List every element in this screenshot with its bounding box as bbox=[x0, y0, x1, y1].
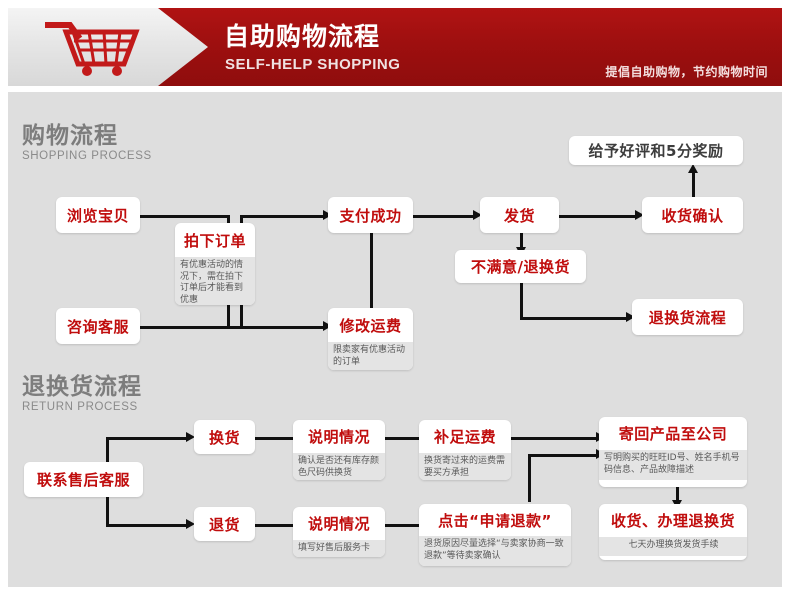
node-description: 限卖家有优惠活动的订单 bbox=[328, 342, 413, 370]
node-description: 有优惠活动的情况下，需在拍下订单后才能看到优惠 bbox=[175, 257, 255, 305]
arrowhead-into-modify-freight bbox=[323, 321, 332, 331]
node-description: 填写好售后服务卡 bbox=[293, 540, 385, 557]
node-description: 写明购买的旺旺ID号、姓名手机号码信息、产品故障描述 bbox=[599, 450, 747, 480]
header-slogan: 提倡自助购物，节约购物时间 bbox=[605, 65, 768, 79]
node-explain-2[interactable]: 说明情况 填写好售后服务卡 bbox=[293, 507, 385, 557]
node-ship[interactable]: 发货 bbox=[480, 197, 559, 233]
node-consult[interactable]: 咨询客服 bbox=[56, 308, 140, 344]
arrowhead-into-confirm bbox=[635, 210, 644, 220]
connector-unsatisfied-down bbox=[520, 282, 523, 320]
arrowhead-into-return-flow bbox=[626, 312, 635, 322]
connector-freight-up bbox=[370, 232, 373, 310]
connector-clickrefund-riser bbox=[528, 454, 531, 502]
connector-exchange-right bbox=[255, 437, 297, 440]
node-receive-and-process[interactable]: 收货、办理退换货 七天办理换货发货手续 bbox=[599, 504, 747, 560]
node-title: 不满意/退换货 bbox=[471, 258, 570, 276]
node-description: 七天办理换货发货手续 bbox=[599, 537, 747, 556]
node-explain-1[interactable]: 说明情况 确认是否还有库存颜色尺码供换货 bbox=[293, 420, 385, 480]
node-browse[interactable]: 浏览宝贝 bbox=[56, 197, 140, 233]
node-refund[interactable]: 退货 bbox=[194, 507, 255, 541]
shopping-cart-icon bbox=[45, 22, 140, 76]
node-description: 换货寄过来的运费需要买方承担 bbox=[419, 453, 511, 480]
node-title: 补足运费 bbox=[433, 428, 496, 446]
header-subtitle: SELF-HELP SHOPPING bbox=[225, 56, 401, 73]
node-title: 退换货流程 bbox=[648, 308, 727, 327]
node-title: 点击“申请退款” bbox=[438, 511, 552, 530]
node-title: 给予好评和5分奖励 bbox=[588, 142, 724, 160]
connector-to-refund bbox=[106, 524, 188, 527]
node-click-apply-refund[interactable]: 点击“申请退款” 退货原因尽量选择“与卖家协商一致退款”等待卖家确认 bbox=[419, 504, 571, 566]
connector-ship-down bbox=[520, 232, 523, 250]
connector-to-pay-success bbox=[240, 215, 325, 218]
arrowhead-into-pay-success bbox=[323, 210, 332, 220]
connector-sendback-down bbox=[676, 487, 679, 503]
node-title: 退货 bbox=[208, 515, 240, 534]
connector-consult-right bbox=[140, 326, 325, 329]
node-title: 收货确认 bbox=[661, 206, 724, 225]
arrowhead-into-exchange bbox=[186, 432, 195, 442]
node-place-order[interactable]: 拍下订单 有优惠活动的情况下，需在拍下订单后才能看到优惠 bbox=[175, 223, 255, 305]
connector-refund-right bbox=[255, 524, 297, 527]
node-title: 咨询客服 bbox=[66, 317, 129, 336]
node-modify-freight[interactable]: 修改运费 限卖家有优惠活动的订单 bbox=[328, 308, 413, 370]
node-title: 支付成功 bbox=[339, 206, 402, 225]
section-title-en: RETURN PROCESS bbox=[22, 401, 138, 413]
node-confirm-receipt[interactable]: 收货确认 bbox=[642, 197, 743, 233]
connector-pay-to-ship bbox=[413, 215, 475, 218]
node-title: 发货 bbox=[503, 206, 535, 225]
infographic-body: 购物流程 SHOPPING PROCESS bbox=[8, 92, 782, 587]
connector-explain1-right bbox=[385, 437, 423, 440]
section-title-cn: 退换货流程 bbox=[22, 374, 142, 400]
arrowhead-into-ship bbox=[473, 210, 482, 220]
section-title-return-process: 退换货流程 RETURN PROCESS bbox=[22, 375, 142, 414]
connector-to-exchange bbox=[106, 437, 188, 440]
arrowhead-into-refund bbox=[186, 519, 195, 529]
connector-confirm-up bbox=[692, 172, 695, 201]
section-title-shopping-process: 购物流程 SHOPPING PROCESS bbox=[22, 124, 152, 163]
node-description: 确认是否还有库存颜色尺码供换货 bbox=[293, 453, 385, 480]
connector-extrafee-right bbox=[497, 437, 598, 440]
connector-clickrefund-right bbox=[528, 454, 598, 457]
node-contact-service[interactable]: 联系售后客服 bbox=[24, 462, 143, 497]
node-title: 收货、办理退换货 bbox=[610, 512, 735, 530]
node-title: 说明情况 bbox=[307, 515, 370, 533]
node-title: 寄回产品至公司 bbox=[618, 425, 728, 443]
node-description: 退货原因尽量选择“与卖家协商一致退款”等待卖家确认 bbox=[419, 536, 571, 566]
node-pay-success[interactable]: 支付成功 bbox=[328, 197, 413, 233]
arrowhead-into-reward bbox=[687, 164, 698, 173]
node-extra-freight[interactable]: 补足运费 换货寄过来的运费需要买方承担 bbox=[419, 420, 511, 480]
node-reward[interactable]: 给予好评和5分奖励 bbox=[569, 136, 743, 165]
node-unsatisfied[interactable]: 不满意/退换货 bbox=[455, 250, 586, 283]
connector-explain2-right bbox=[385, 524, 423, 527]
node-send-back[interactable]: 寄回产品至公司 写明购买的旺旺ID号、姓名手机号码信息、产品故障描述 bbox=[599, 417, 747, 487]
connector-ship-to-confirm bbox=[559, 215, 637, 218]
page-header: 自助购物流程 SELF-HELP SHOPPING 提倡自助购物，节约购物时间 bbox=[8, 8, 782, 86]
node-return-flow[interactable]: 退换货流程 bbox=[632, 299, 743, 335]
node-title: 拍下订单 bbox=[183, 231, 246, 250]
node-title: 联系售后客服 bbox=[36, 471, 130, 489]
connector-consult-up bbox=[227, 304, 230, 328]
connector-unsatisfied-right bbox=[520, 317, 628, 320]
header-title: 自助购物流程 bbox=[224, 22, 381, 51]
node-title: 修改运费 bbox=[339, 316, 402, 335]
node-title: 说明情况 bbox=[307, 428, 370, 446]
section-title-cn: 购物流程 bbox=[22, 123, 118, 149]
node-exchange[interactable]: 换货 bbox=[194, 420, 255, 454]
connector-browse-right bbox=[140, 215, 230, 218]
node-title: 换货 bbox=[208, 428, 240, 447]
node-title: 浏览宝贝 bbox=[66, 206, 129, 225]
section-title-en: SHOPPING PROCESS bbox=[22, 150, 152, 162]
